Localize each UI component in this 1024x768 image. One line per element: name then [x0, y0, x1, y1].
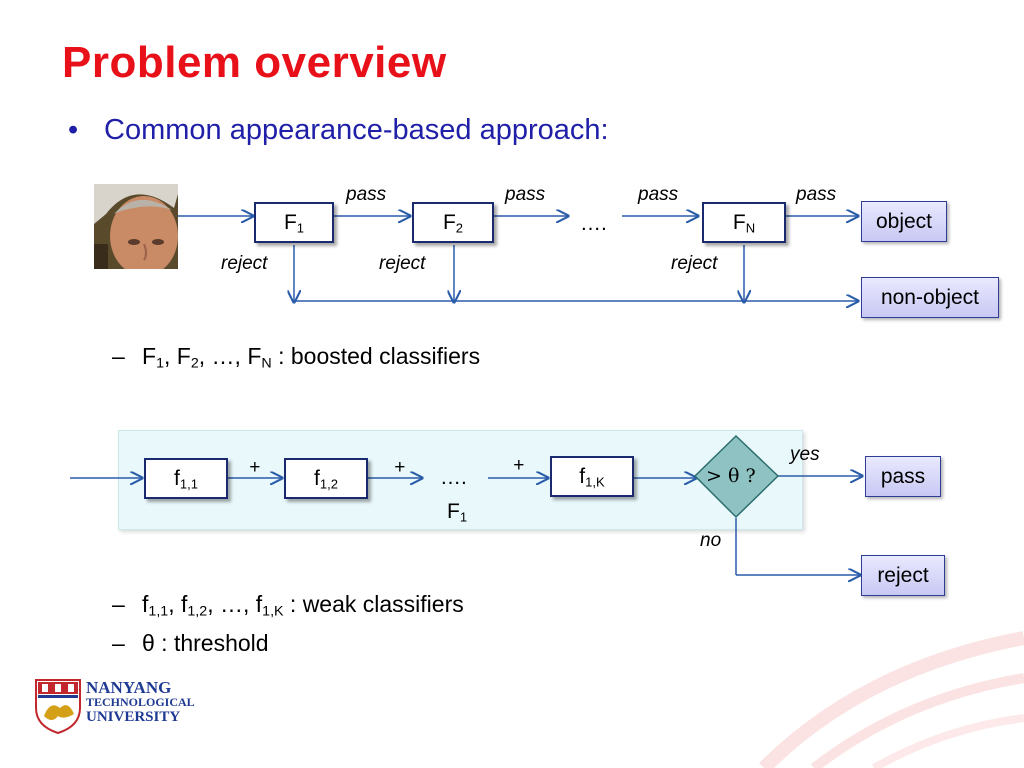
face-image [94, 184, 178, 269]
ellipsis: …. [580, 212, 607, 235]
pass-label: pass [346, 184, 387, 205]
weak-classifiers-line: –f1,1, f1,2, …, f1,K : weak classifiers [112, 591, 464, 620]
stage-label: FN [732, 210, 756, 235]
object-output: object [861, 201, 947, 242]
boosted-classifiers-line: –F1, F2, …, FN : boosted classifiers [112, 343, 481, 372]
reject-label: reject [379, 253, 426, 274]
stage-box-fn: FN [702, 202, 786, 243]
decorative-swirl [759, 631, 1024, 768]
bullet-point: • Common appearance-based approach: [68, 114, 609, 147]
pass-label: pass [638, 184, 679, 205]
stage-label: F1 [283, 210, 305, 235]
plus-label: + [249, 457, 261, 478]
plus-label: + [513, 455, 525, 476]
pass-output: pass [865, 456, 941, 497]
ellipsis: …. [440, 466, 467, 489]
stage-box-f1: F1 [254, 202, 334, 243]
pass-label: pass [505, 184, 546, 205]
yes-label: yes [790, 444, 820, 465]
bullet-text: Common appearance-based approach: [104, 114, 609, 146]
stage-label: F2 [442, 210, 464, 235]
ntu-logo: NANYANG TECHNOLOGICAL UNIVERSITY [34, 676, 204, 738]
group-label: F1 [447, 500, 468, 525]
weak-label: f1,1 [174, 466, 198, 491]
weak-label: f1,K [579, 464, 605, 489]
reject-output: reject [861, 555, 945, 596]
stage-box-f2: F2 [412, 202, 494, 243]
pass-label: pass [796, 184, 837, 205]
bullet-dot: • [68, 114, 79, 146]
reject-label: reject [221, 253, 268, 274]
plus-label: + [394, 457, 406, 478]
slide-title: Problem overview [62, 38, 447, 87]
logo-text: NANYANG TECHNOLOGICAL UNIVERSITY [86, 678, 195, 725]
weak-label: f1,2 [314, 466, 338, 491]
crest-icon [35, 679, 81, 734]
nonobject-output: non-object [861, 277, 999, 318]
decision-diamond [693, 434, 780, 519]
weak-box-k: f1,K [550, 456, 634, 497]
decision-label: > θ ? [706, 465, 756, 487]
weak-box-2: f1,2 [284, 458, 368, 499]
reject-label: reject [671, 253, 718, 274]
no-label: no [700, 530, 722, 551]
weak-box-1: f1,1 [144, 458, 228, 499]
threshold-line: –θ : threshold [112, 630, 269, 656]
